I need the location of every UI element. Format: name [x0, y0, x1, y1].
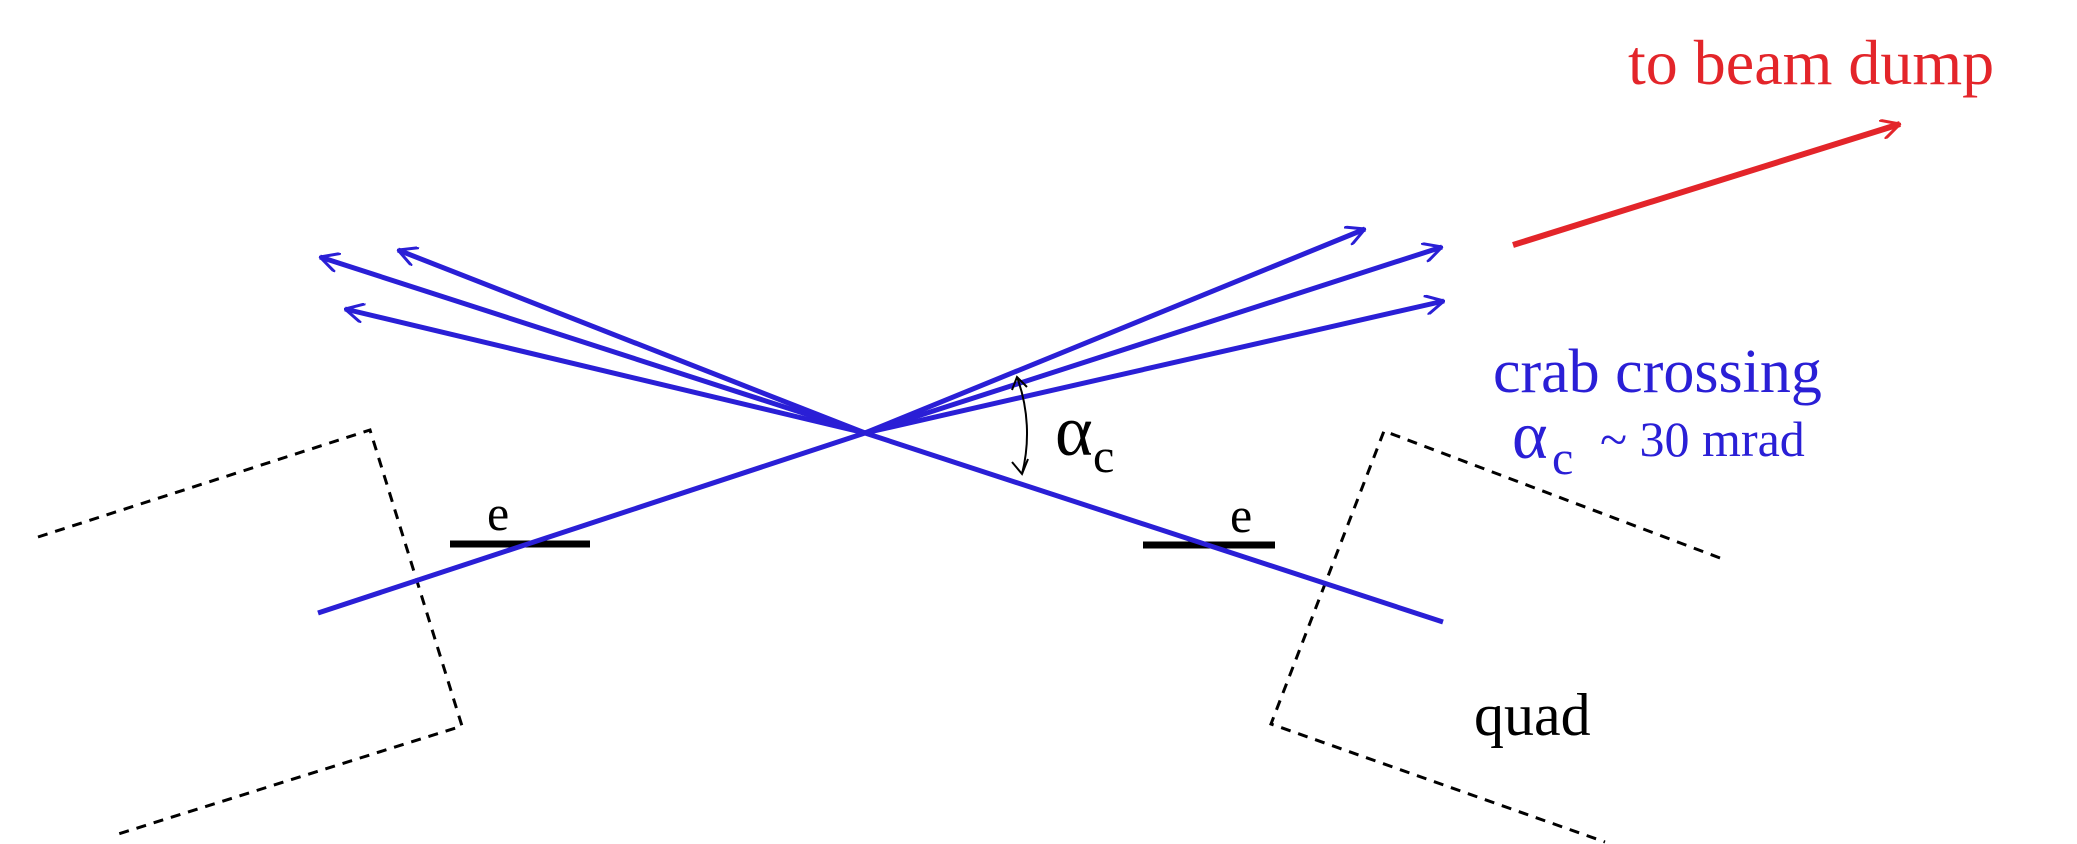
- outgoing-beam-lower-right: [864, 301, 1444, 436]
- angle-arrowhead-top: [1011, 375, 1028, 391]
- diagram-angle-subscript: c: [1093, 430, 1114, 483]
- incoming-beam-right: [864, 430, 1444, 625]
- crossing-angle-value: ~ 30 mrad: [1600, 411, 1805, 467]
- beam-dump-label: to beam dump: [1628, 27, 1994, 98]
- crossing-angle-symbol: α: [1512, 397, 1548, 473]
- beam-dump-arrow: [1512, 124, 1900, 248]
- incoming-beam-left: [317, 430, 866, 616]
- electron-label-right: e: [1230, 487, 1252, 543]
- outgoing-beam-upper-left: [320, 257, 866, 436]
- electron-label-left: e: [487, 485, 509, 541]
- outgoing-beam-right: [864, 247, 1442, 436]
- diagram-angle-symbol: α: [1055, 391, 1093, 471]
- angle-arrowhead-bottom: [1011, 458, 1029, 476]
- quad-label: quad: [1474, 682, 1591, 748]
- beams: [317, 229, 1444, 625]
- outgoing-beam-lower-left: [345, 309, 866, 436]
- crossing-angle-subscript: c: [1552, 432, 1573, 485]
- quad-left: [37, 428, 464, 837]
- crab-crossing-label: crab crossing: [1493, 338, 1822, 406]
- outgoing-beam-left: [398, 250, 866, 436]
- outgoing-beam-upper-right: [864, 229, 1365, 436]
- crossing-angle-arc: [1016, 376, 1029, 475]
- quad-right: [1269, 429, 1721, 844]
